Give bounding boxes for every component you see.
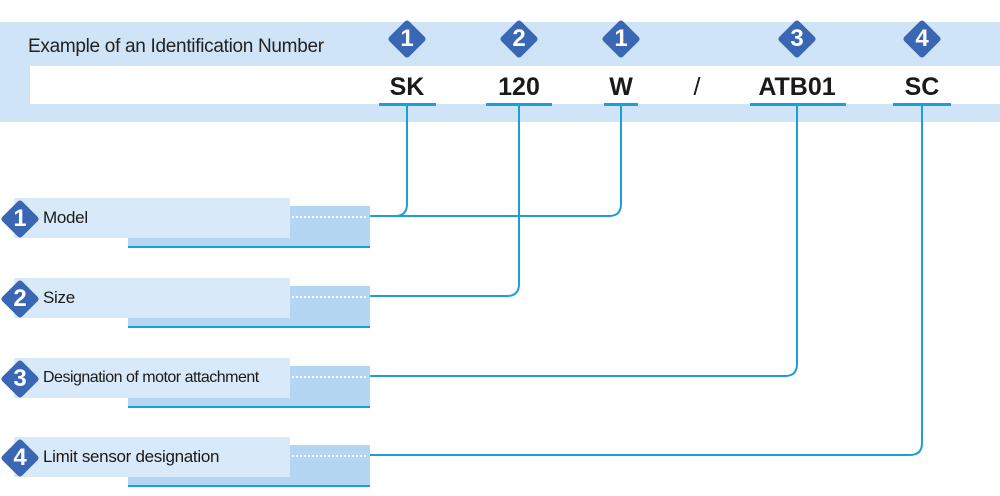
dotted-leader [292, 296, 366, 298]
connector-size [370, 106, 520, 297]
item-label-sensor: Limit sensor designation [43, 447, 220, 466]
badge-number: 3 [790, 25, 804, 52]
item-model [14, 198, 290, 238]
badge-number: 2 [512, 25, 526, 52]
code-part-sensor: SC [904, 73, 940, 101]
badge-number: 1 [614, 25, 628, 52]
dotted-leader [292, 216, 366, 218]
connector-model [370, 106, 408, 217]
item-baseline [128, 406, 370, 408]
code-part-model: SK [389, 73, 425, 101]
page-title: Example of an Identification Number [28, 36, 324, 57]
code-underline [604, 103, 638, 106]
item-baseline [128, 326, 370, 328]
item-motor [14, 358, 290, 398]
code-part-size: 120 [498, 73, 540, 101]
code-part-w: W [609, 73, 633, 101]
item-baseline [128, 485, 370, 487]
item-label-size: Size [43, 288, 75, 307]
code-separator: / [693, 73, 701, 101]
badge-number: 1 [400, 25, 414, 52]
item-baseline [128, 246, 370, 248]
connector-model-w [370, 106, 622, 217]
code-underline [379, 103, 436, 106]
item-label-model: Model [43, 208, 88, 227]
badge-number: 4 [13, 444, 27, 471]
badge-number: 4 [915, 25, 929, 52]
dotted-leader [292, 455, 366, 457]
connector-sensor [370, 106, 923, 456]
badge-number: 1 [13, 205, 27, 232]
badge-number: 3 [13, 365, 27, 392]
code-underline [486, 103, 552, 106]
dotted-leader [292, 376, 366, 378]
code-part-motor: ATB01 [758, 73, 836, 101]
badge-number: 2 [13, 285, 27, 312]
item-size [14, 278, 290, 318]
code-underline [893, 103, 951, 106]
code-underline [750, 103, 846, 106]
header-code-area [30, 66, 1000, 104]
item-label-motor: Designation of motor attachment [43, 369, 259, 386]
connector-motor [370, 106, 798, 377]
item-sensor [14, 437, 290, 477]
